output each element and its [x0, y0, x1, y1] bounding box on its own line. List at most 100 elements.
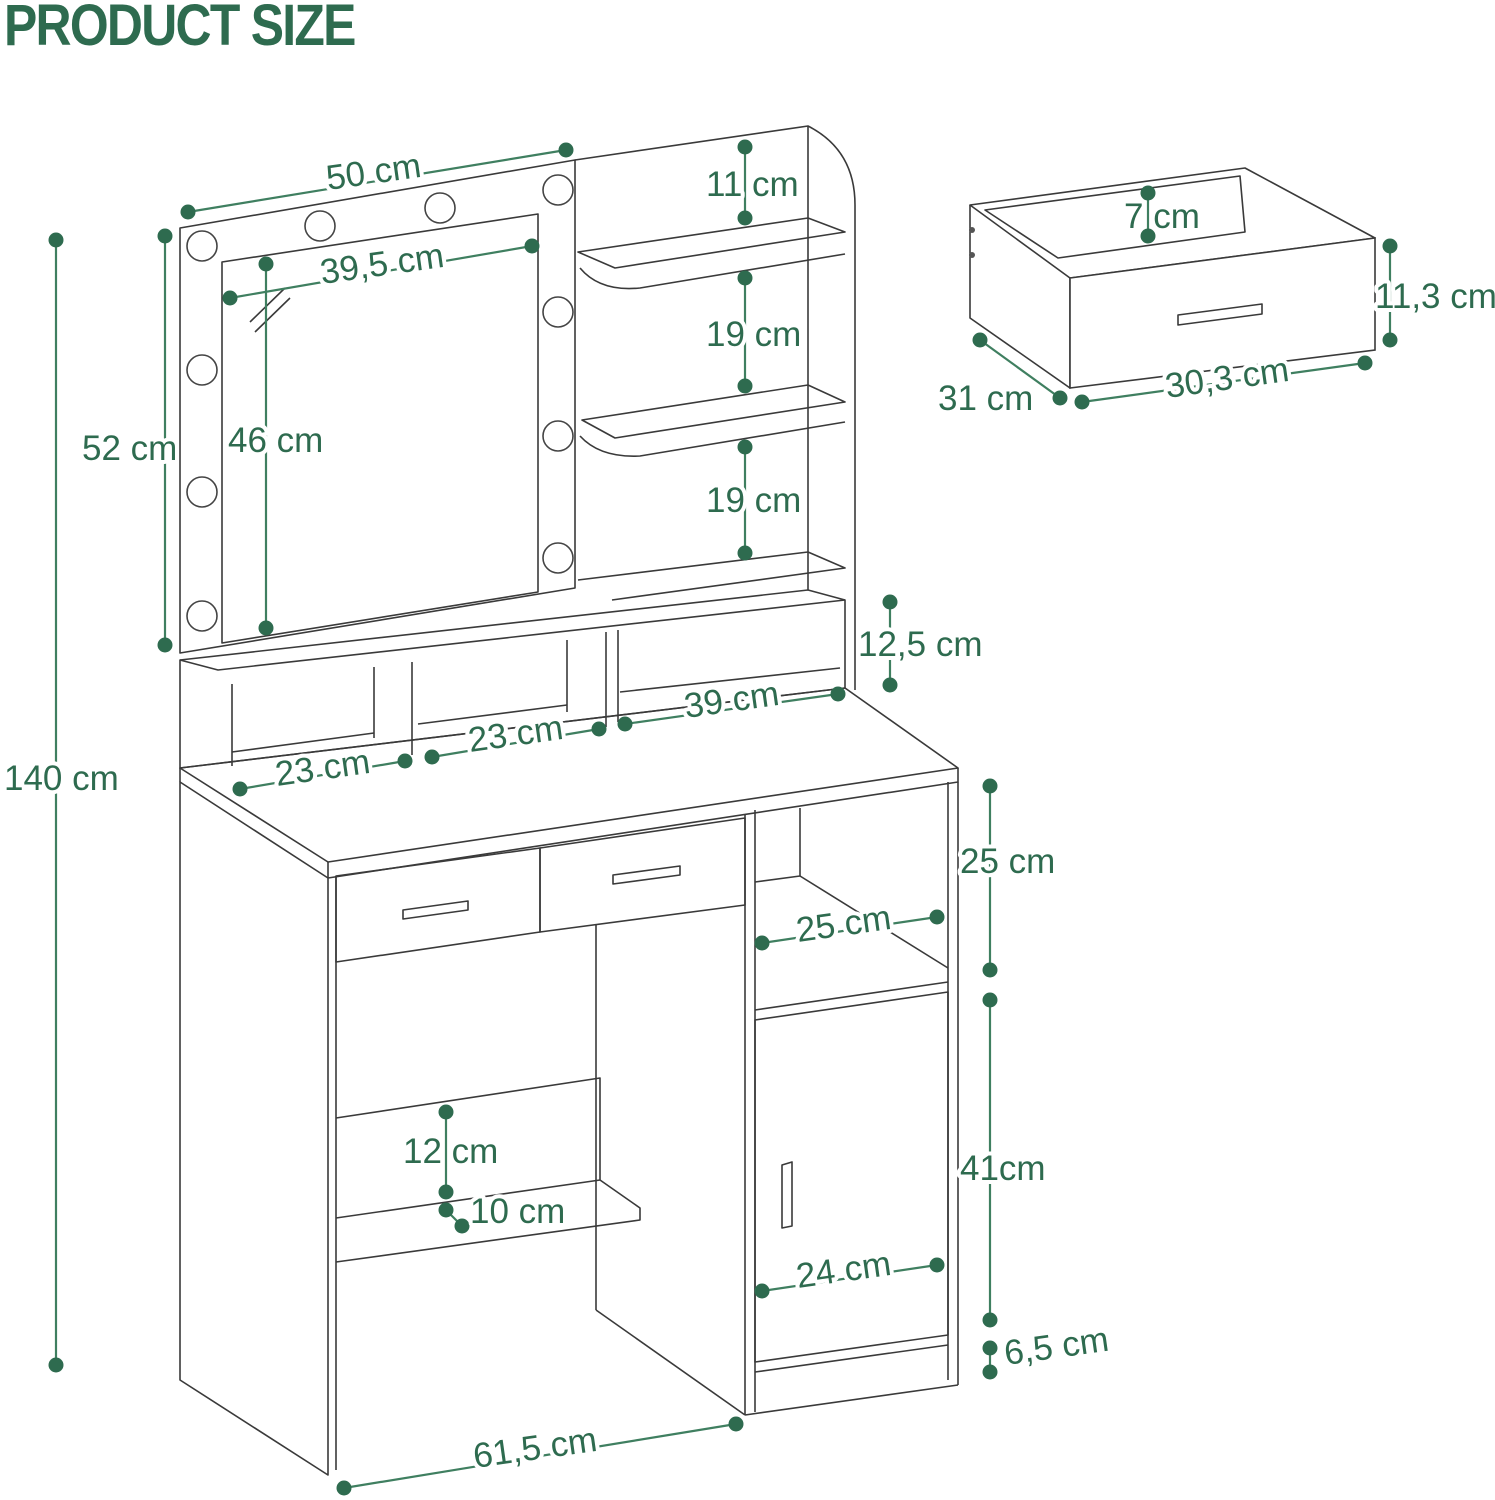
vanity-light-bulbs [186, 174, 574, 632]
dimension-endpoint [982, 1364, 998, 1380]
dimension-endpoint [728, 1416, 744, 1432]
dimension-label: 6,5 cm [1002, 1320, 1111, 1373]
dimension-lower-cabinet-height: 41cm [956, 992, 1050, 1328]
side-cabinet-door [754, 991, 949, 1363]
dimension-endpoint [524, 238, 540, 254]
dimension-endpoint [982, 778, 998, 794]
dimension-endpoint [336, 1480, 352, 1496]
dimension-endpoint [982, 1312, 998, 1328]
dimension-endpoint [258, 620, 274, 636]
dimension-endpoint [48, 1357, 64, 1373]
dimension-label: 46 cm [228, 421, 323, 460]
dimension-label: 41cm [960, 1149, 1046, 1188]
dimension-endpoint [737, 270, 753, 286]
dimension-endpoint [232, 781, 248, 797]
dimension-endpoint [438, 1202, 454, 1218]
dimension-lower-cabinet-width: 24 cm [754, 1240, 945, 1300]
dimension-line [431, 727, 600, 759]
dimension-endpoint [1074, 394, 1090, 410]
dimension-endpoint [982, 1340, 998, 1356]
dimension-label: 50 cm [324, 146, 424, 198]
dimension-label: 25 cm [794, 898, 894, 950]
dimension-endpoint [972, 332, 988, 348]
dimension-left-compartment-width: 23 cm [232, 738, 413, 798]
dimension-endpoint [737, 439, 753, 455]
mirror [221, 213, 539, 644]
dimension-endpoint [830, 686, 846, 702]
dimension-label: 10 cm [470, 1192, 565, 1231]
dimension-endpoint [48, 232, 64, 248]
dimension-endpoint [1382, 332, 1398, 348]
dimension-label: 12,5 cm [858, 625, 983, 664]
dimension-line [187, 148, 567, 214]
dimension-endpoint [737, 139, 753, 155]
dimension-endpoint [1140, 228, 1156, 244]
dimension-label: 25 cm [960, 842, 1055, 881]
dimension-endpoint [982, 992, 998, 1008]
desk-body [179, 781, 329, 1476]
dimension-endpoint [737, 545, 753, 561]
drawer-right [539, 817, 746, 933]
dimension-base-height: 6,5 cm [982, 1316, 1115, 1380]
dimension-endpoint [438, 1184, 454, 1200]
dimension-shelf-height: 12 cm [399, 1104, 502, 1200]
dimension-lower-shelf-gap: 19 cm [702, 439, 805, 561]
dimension-middle-shelf-gap: 19 cm [702, 270, 805, 394]
dimension-line [624, 692, 839, 726]
dimension-top-shelf-gap: 11 cm [702, 139, 803, 226]
standalone-drawer [969, 167, 1376, 389]
dimension-endpoint [180, 204, 196, 220]
dimension-endpoint [1382, 238, 1398, 254]
dimension-label: 23 cm [273, 742, 373, 794]
dimension-label: 12 cm [403, 1132, 498, 1171]
dimension-endpoint [591, 721, 607, 737]
dimension-line [1081, 361, 1366, 404]
dimension-endpoint [454, 1218, 470, 1234]
dimension-endpoint [1140, 185, 1156, 201]
dimension-label: 24 cm [794, 1244, 894, 1296]
page-title: PRODUCT SIZE [4, 0, 356, 58]
dimension-desk-width: 61,5 cm [336, 1416, 744, 1496]
footrest-shelf [335, 1077, 641, 1263]
dimension-endpoint [617, 716, 633, 732]
dimension-mirror-height: 46 cm [224, 256, 327, 636]
dimension-line [761, 915, 938, 945]
dimension-endpoint [754, 1283, 770, 1299]
dimension-drawer-depth: 31 cm [934, 332, 1068, 422]
dimension-label: 61,5 cm [471, 1420, 600, 1476]
dimension-endpoint [1357, 355, 1373, 371]
dimension-endpoint [157, 228, 173, 244]
dimension-label: 140 cm [4, 759, 119, 798]
dimension-label: 39 cm [682, 674, 782, 726]
dimension-endpoint [737, 210, 753, 226]
dimension-label: 19 cm [706, 481, 801, 520]
dimension-line [761, 1263, 938, 1293]
dimension-overall-height: 140 cm [0, 232, 123, 1373]
dimension-endpoint [397, 753, 413, 769]
dimension-endpoint [424, 749, 440, 765]
dimension-endpoint [1052, 390, 1068, 406]
dimension-line [229, 244, 533, 300]
side-shelf-unit [574, 125, 856, 690]
dimension-shelf-depth: 10 cm [438, 1188, 569, 1235]
dimension-line [979, 339, 1061, 399]
dimension-middle-compartment-width: 23 cm [424, 704, 607, 765]
dimension-endpoint [222, 290, 238, 306]
dimension-endpoint [258, 256, 274, 272]
dimension-drawer-inner-depth: 7 cm [1120, 185, 1204, 244]
dimension-upper-cabinet-height: 25 cm [956, 778, 1059, 978]
dimension-endpoint [157, 637, 173, 653]
vanity-table-drawing [179, 125, 1376, 1476]
dimension-upper-cabinet-width: 25 cm [754, 894, 945, 954]
dimension-mirror-width: 39,5 cm [222, 232, 540, 306]
dimension-label: 52 cm [82, 429, 177, 468]
dimension-label: 11,3 cm [1375, 277, 1495, 316]
dimension-endpoint [929, 909, 945, 925]
dimension-endpoint [438, 1104, 454, 1120]
dimension-mirror-frame-height: 52 cm [78, 228, 181, 653]
dimension-right-compartment-width: 39 cm [617, 670, 846, 732]
dimension-label: 19 cm [706, 315, 801, 354]
dimension-endpoint [982, 962, 998, 978]
dimension-endpoint [754, 935, 770, 951]
